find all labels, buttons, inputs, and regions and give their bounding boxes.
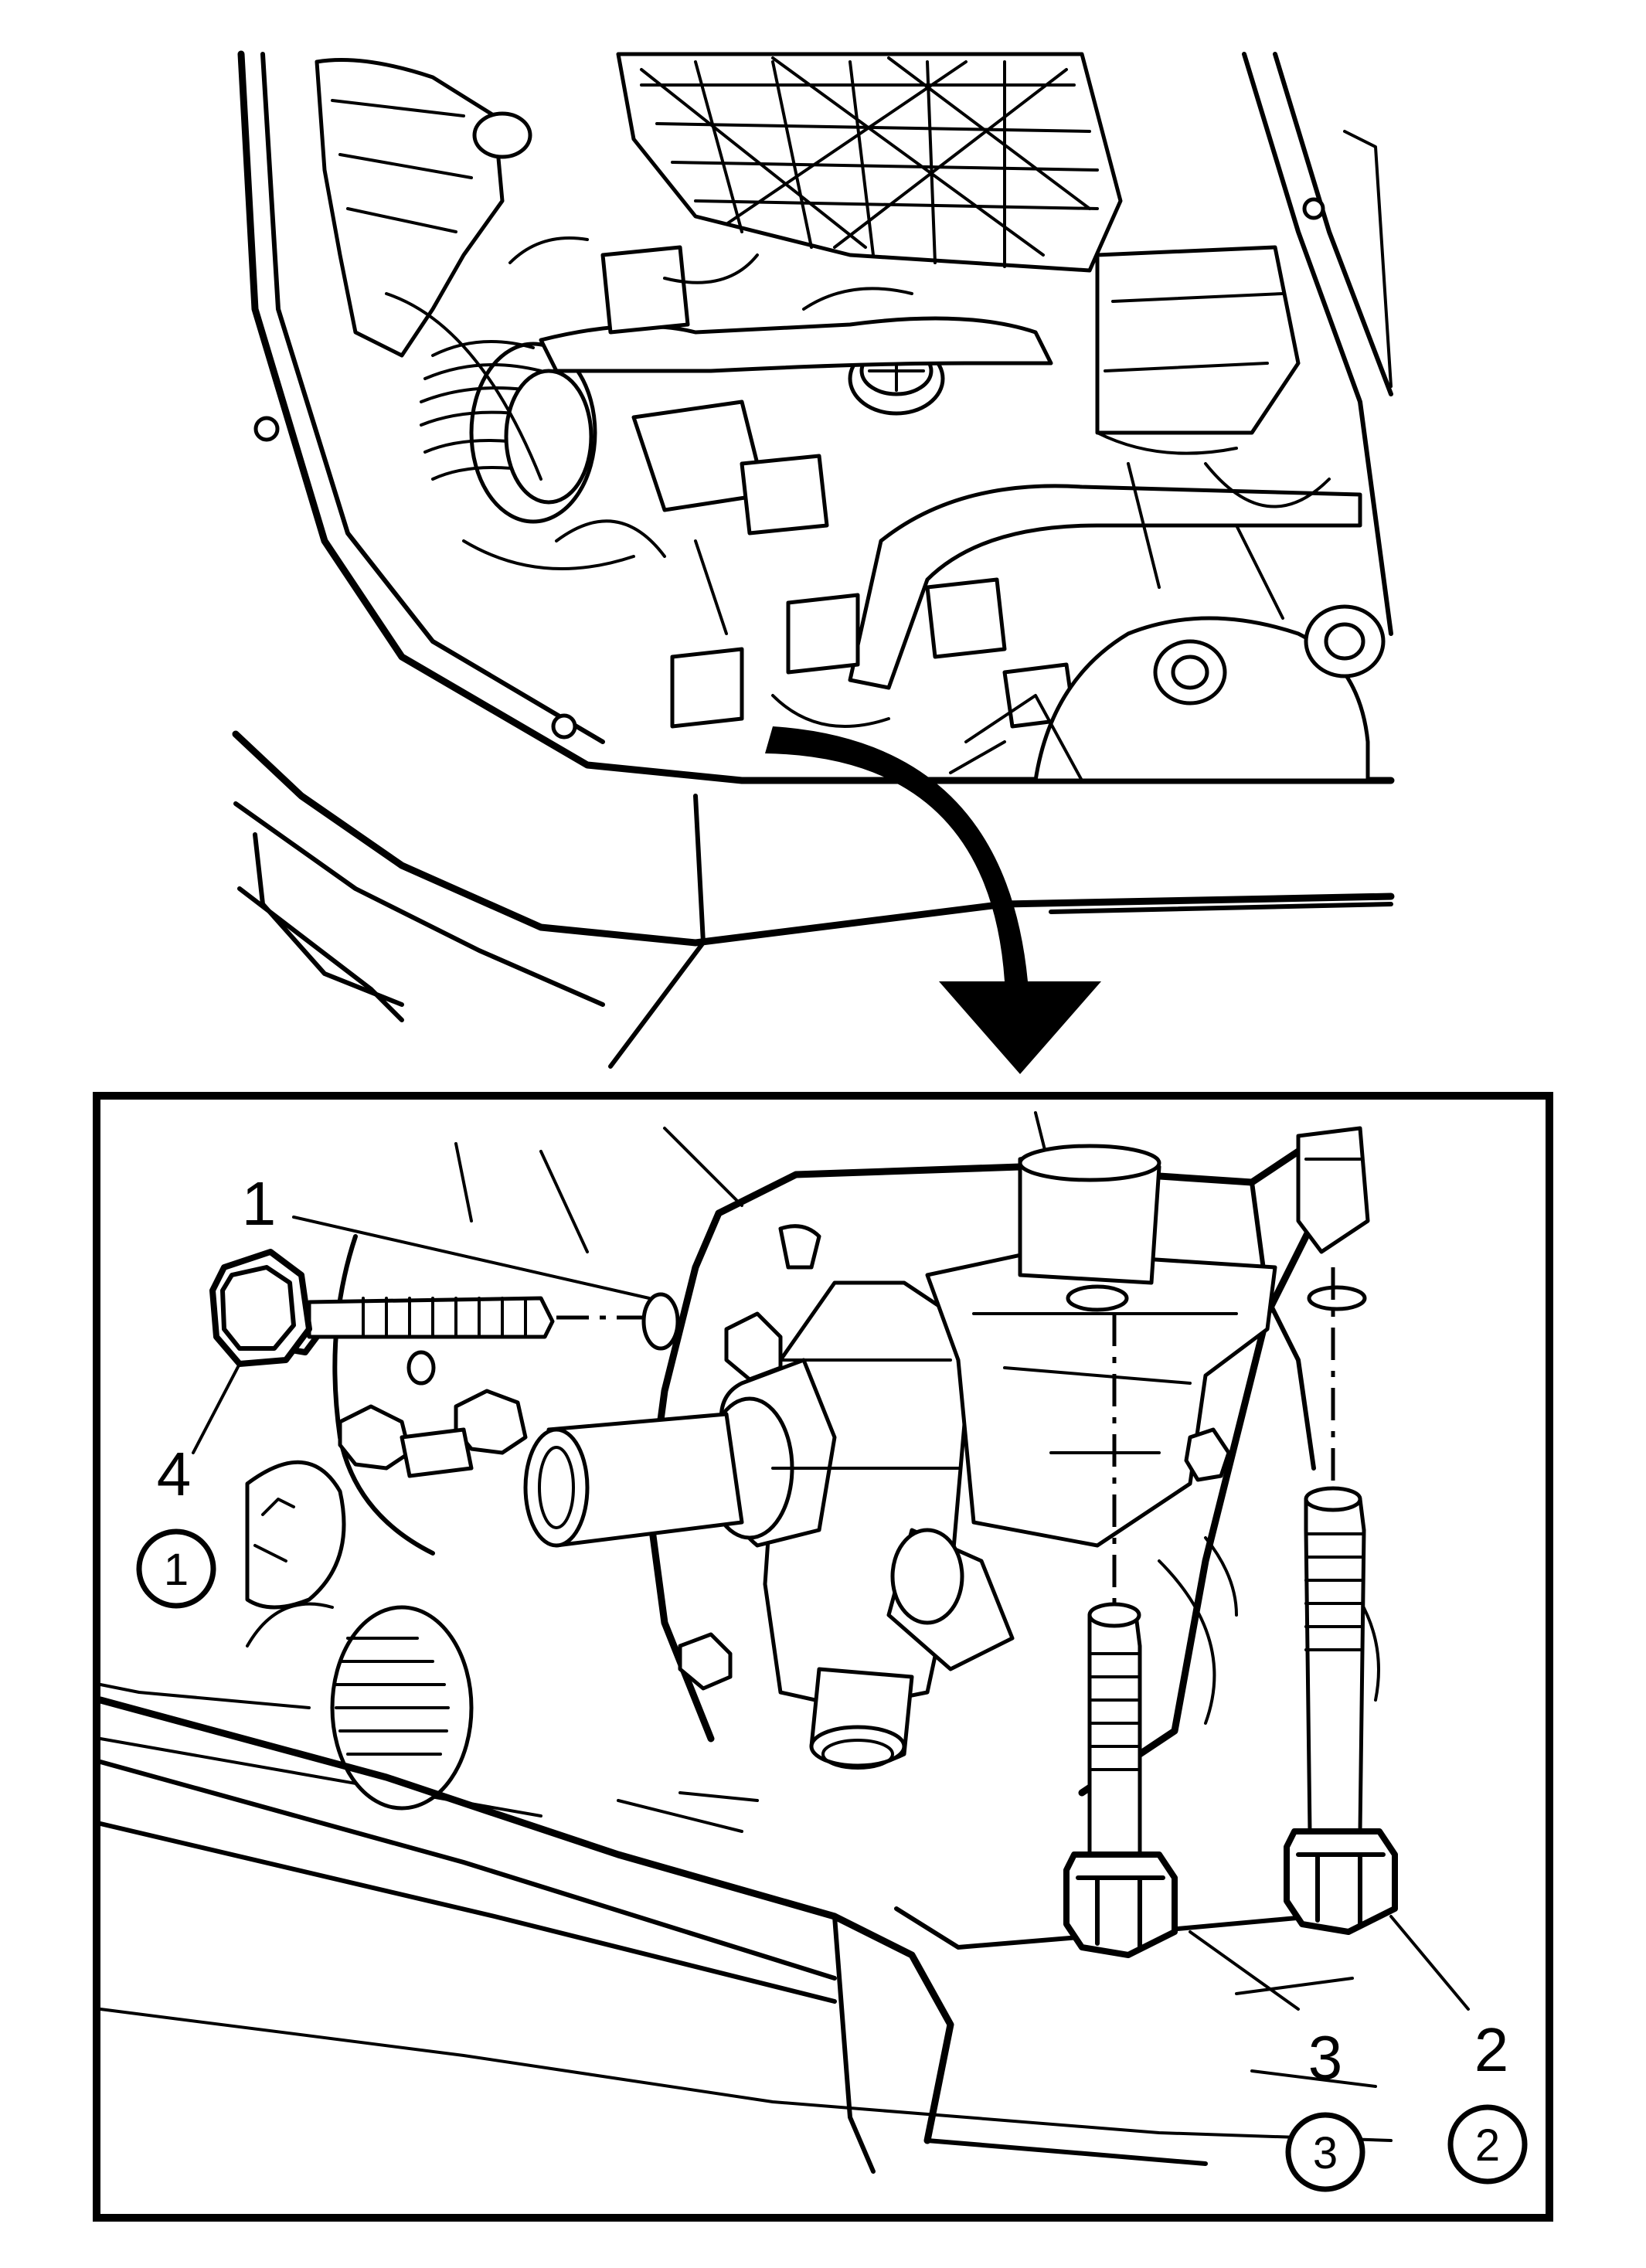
- callout-4: 4: [157, 1440, 192, 1508]
- callout-1: 1: [242, 1169, 277, 1238]
- mounting-bracket: [925, 1250, 1367, 1548]
- sequence-3-label: 3: [1313, 2128, 1338, 2178]
- left-side-bolts: [338, 1350, 528, 1478]
- engine-compartment-overview: [232, 50, 1395, 1069]
- sequence-1-label: 1: [164, 1545, 189, 1595]
- bolt-2: [1284, 1486, 1398, 1935]
- sequence-3-badge: 3: [1285, 2112, 1365, 2192]
- coolant-outlet-pipe: [523, 1412, 744, 1548]
- zoom-direction-arrow: [765, 726, 1101, 1074]
- callout-1-leader: [292, 1216, 651, 1300]
- callout-2-leader: [1389, 1915, 1470, 2011]
- callout-3-leader: [1189, 1930, 1300, 2011]
- detail-view: [97, 1111, 1393, 2174]
- strut-tower: [1033, 604, 1386, 783]
- callout-4-leader: [192, 1362, 241, 1454]
- bolt-4: [209, 1249, 555, 1367]
- bolt-3: [1063, 1602, 1178, 1958]
- pulley: [330, 1605, 474, 1811]
- callout-3: 3: [1308, 2023, 1343, 2092]
- intake-hose: [420, 340, 597, 524]
- sequence-2-badge: 2: [1447, 2104, 1528, 2185]
- bolt-4-hole: [641, 1292, 680, 1351]
- callout-2: 2: [1474, 2015, 1509, 2084]
- sequence-1-badge: 1: [136, 1528, 216, 1609]
- engine-cover: [616, 52, 1123, 273]
- sequence-2-label: 2: [1475, 2120, 1500, 2171]
